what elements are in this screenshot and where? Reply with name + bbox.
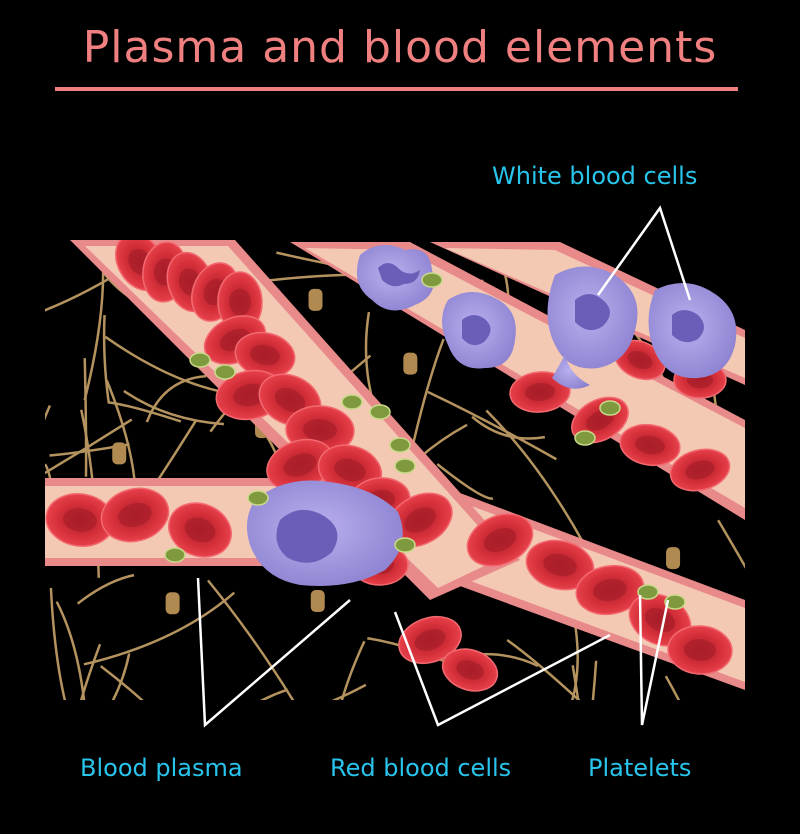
platelet [421, 272, 443, 288]
tissue-cell [165, 592, 180, 615]
tissue-fiber [45, 418, 133, 495]
tissue-fiber [55, 601, 89, 700]
platelet [189, 352, 211, 368]
platelet [599, 400, 621, 416]
tissue-fiber [332, 640, 366, 700]
tissue-scene [45, 240, 745, 700]
tissue-fiber [485, 409, 585, 544]
tissue-fiber [436, 463, 494, 500]
platelet [637, 584, 659, 600]
platelet [664, 594, 686, 610]
red-blood-cell [619, 423, 681, 467]
white-blood-cell [246, 480, 403, 586]
platelet [394, 537, 416, 553]
tissue-cell [310, 590, 325, 613]
red-blood-cell [525, 539, 595, 591]
tissue-fiber [99, 665, 217, 700]
red-blood-cell [575, 564, 645, 616]
leader-line-red-blood-cells [393, 611, 611, 727]
tissue-fiber [717, 519, 745, 605]
leader-line-white-blood-cells [596, 205, 692, 301]
tissue-fiber [49, 587, 74, 700]
red-blood-cell [100, 487, 170, 543]
tissue-fiber [207, 579, 301, 700]
red-blood-cell [234, 331, 296, 379]
tissue-fiber [664, 675, 727, 700]
red-blood-cell [441, 648, 499, 692]
label-white-blood-cells: White blood cells [492, 162, 698, 190]
tissue-fiber [180, 688, 289, 700]
platelet [574, 430, 596, 446]
label-platelets: Platelets [588, 754, 692, 782]
tissue-fiber [506, 638, 622, 700]
white-blood-cell [442, 291, 516, 369]
tissue-fiber [571, 665, 599, 700]
tissue-fiber [266, 683, 367, 700]
tissue-cell [403, 352, 418, 375]
red-blood-cell [669, 448, 731, 492]
red-blood-cell [398, 615, 462, 665]
tissue-fiber [471, 415, 546, 440]
white-blood-cell [356, 245, 434, 311]
tissue-fiber [69, 643, 102, 700]
tissue-fiber [427, 390, 558, 461]
tissue-fiber [83, 358, 88, 477]
platelet [214, 364, 236, 380]
leader-lines [196, 205, 692, 728]
leader-line-blood-plasma [196, 577, 351, 728]
red-blood-cell [45, 493, 115, 547]
tissue-fiber [123, 389, 224, 426]
platelet [341, 394, 363, 410]
red-blood-cells [45, 240, 733, 692]
tissue-cell [666, 547, 681, 570]
platelet [164, 547, 186, 563]
title-underline [55, 87, 738, 91]
red-blood-cell [168, 502, 232, 558]
red-blood-cell [266, 438, 334, 492]
tissue-fiber [72, 653, 131, 700]
tissue-cell [112, 442, 127, 465]
label-blood-plasma: Blood plasma [80, 754, 243, 782]
white-blood-cell [648, 282, 737, 379]
tissue-fiber [83, 249, 105, 401]
label-red-blood-cells: Red blood cells [330, 754, 512, 782]
tissue-fiber [76, 573, 135, 605]
platelet [369, 404, 391, 420]
red-blood-cell [466, 513, 534, 567]
platelets [164, 272, 686, 610]
platelet [394, 458, 416, 474]
platelet [389, 437, 411, 453]
tissue-cell [308, 288, 323, 311]
tissue-fiber [145, 374, 207, 423]
tissue-fiber [571, 660, 598, 700]
leader-line-platelets [638, 594, 670, 726]
red-blood-cell [628, 593, 692, 647]
tissue-fiber [107, 400, 182, 423]
page-title: Plasma and blood elements [82, 22, 718, 73]
tissue-fiber [83, 591, 236, 666]
white-blood-cells [246, 245, 737, 586]
red-blood-cell [667, 625, 733, 675]
white-blood-cell [547, 266, 638, 389]
red-blood-cell [509, 371, 571, 413]
tissue-fiber [102, 314, 110, 403]
platelet [247, 490, 269, 506]
